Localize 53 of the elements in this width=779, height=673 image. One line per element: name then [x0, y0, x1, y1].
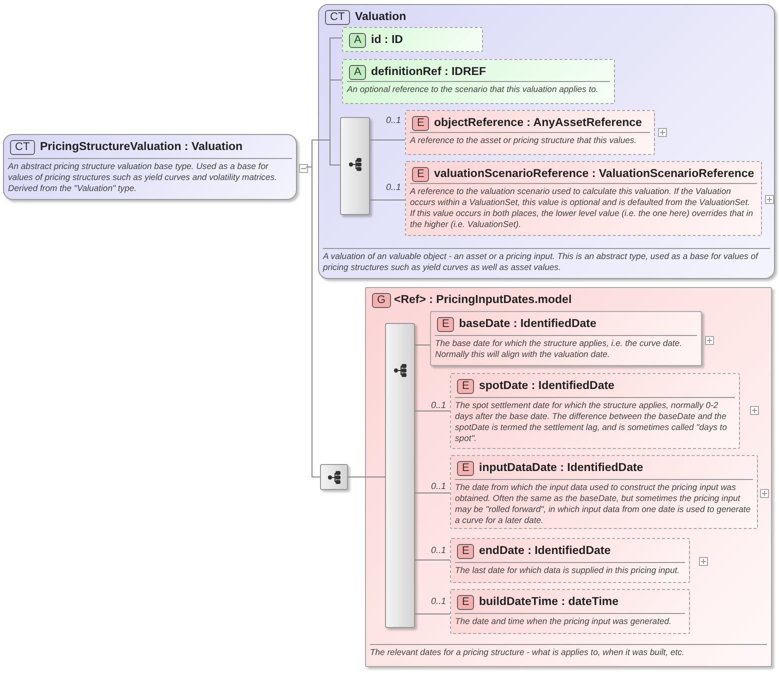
connector-line — [348, 476, 386, 478]
node-title: buildDateTime : dateTime — [479, 595, 619, 610]
cardinality-label: 0..1 — [431, 400, 446, 410]
description-text: The spot settlement date for which the structure applies, normally 0-2 days after the base date. The difference between the baseDate and the spotDate is termed the settlement lag, and is sometimes called "days to spot". — [455, 400, 728, 444]
type-badge: E — [412, 167, 430, 182]
node-title: <Ref> : PricingInputDates.model — [394, 293, 572, 308]
connector-line — [306, 166, 320, 478]
description-text: The base date for which the structure applies, i.e. the curve date. Normally this will align with the valuation date. — [435, 338, 683, 360]
node-title: objectReference : AnyAssetReference — [434, 116, 642, 131]
node-title: inputDataDate : IdentifiedDate — [479, 461, 644, 476]
type-badge: E — [457, 544, 474, 559]
node-title: id : ID — [371, 33, 403, 48]
type-badge: E — [457, 379, 474, 394]
type-badge: E — [412, 116, 430, 131]
attribute-box — [342, 27, 483, 52]
type-badge: A — [349, 65, 366, 80]
cardinality-label: 0..1 — [386, 182, 402, 192]
type-badge: CT — [325, 10, 350, 25]
complex-type-box — [318, 4, 775, 279]
description-text: The last date for which data is supplied in this pricing input. — [455, 565, 681, 576]
description-text: An optional reference to the scenario that this valuation applies to. — [347, 84, 600, 95]
cardinality-label: 0..1 — [431, 481, 446, 491]
type-badge: CT — [10, 140, 35, 155]
cardinality-label: 0..1 — [431, 545, 446, 555]
node-title: Valuation — [355, 10, 406, 25]
type-badge: G — [372, 293, 391, 308]
node-title: spotDate : IdentifiedDate — [479, 379, 614, 394]
type-badge: E — [457, 461, 474, 476]
description-text: A valuation of an valuable object - an asset or a pricing input. This is an abstract type, used as a base for values of pricing structures such as yield curves as well as asset values. — [323, 251, 760, 273]
sequence-compositor — [340, 117, 370, 215]
connector-line — [414, 492, 450, 494]
group-box — [365, 287, 772, 667]
description-text: The relevant dates for a pricing structure - what is applies to, when it was built, etc. — [370, 647, 686, 658]
type-badge: E — [457, 595, 474, 610]
attribute-box — [342, 59, 615, 104]
connector-line — [414, 410, 450, 412]
node-title: endDate : IdentifiedDate — [479, 544, 611, 559]
description-text: A reference to the valuation scenario used to calculate this valuation. If the Valuation occurs within a ValuationSet, this value is optional and is defaulted from the ValuationSet. If this value occurs in both places, the lower level value (i.e. the one here) overrides that in the higher (i.e. ValuationSet). — [410, 186, 754, 230]
node-title: valuationScenarioReference : ValuationScenarioReference — [434, 167, 754, 182]
sequence-compositor — [385, 323, 415, 628]
description-text: An abstract pricing structure valuation base type. Used as a base for values of pricing structures such as yield curves and volatility matrices. Derived from the "Valuation" type. — [8, 161, 278, 194]
cardinality-label: 0..1 — [386, 115, 402, 125]
node-title: definitionRef : IDREF — [371, 65, 486, 80]
type-badge: A — [349, 33, 366, 48]
cardinality-label: 0..1 — [431, 596, 446, 606]
connector-line — [414, 344, 430, 346]
description-text: The date and time when the pricing input was generated. — [455, 616, 672, 627]
node-title: baseDate : IdentifiedDate — [459, 317, 596, 332]
description-text: The date from which the input data used to construct the pricing input was obtained. Often the same as the baseDate, but sometimes the pricing input may be "rolled forward", in which input data from one date is used to generate a curve for a later date. — [455, 482, 751, 526]
node-title: PricingStructureValuation : Valuation — [40, 140, 243, 155]
sequence-compositor — [320, 464, 348, 490]
description-text: A reference to the asset or pricing structure that this values. — [410, 135, 638, 146]
type-badge: E — [437, 317, 454, 332]
